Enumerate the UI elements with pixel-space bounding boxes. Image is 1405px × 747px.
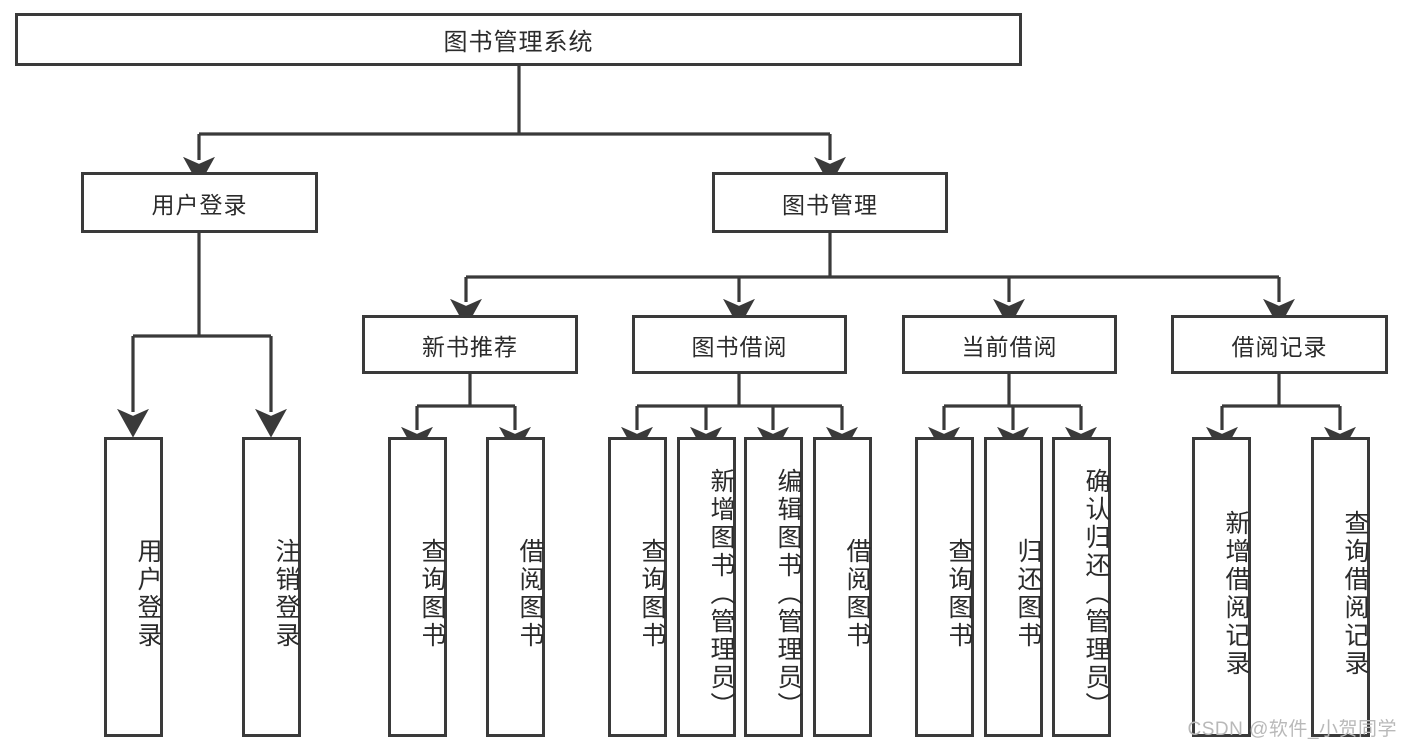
node-user-login[interactable]: 用户登录	[81, 172, 318, 233]
node-book-borrow[interactable]: 图书借阅	[632, 315, 847, 374]
node-root-book-management-system[interactable]: 图书管理系统	[15, 13, 1022, 66]
leaf-borrow-book[interactable]: 借阅图书	[813, 437, 872, 737]
leaf-borrow-book-recommend[interactable]: 借阅图书	[486, 437, 545, 737]
leaf-edit-book-admin[interactable]: 编辑图书（管理员）	[744, 437, 803, 737]
leaf-query-book-recommend[interactable]: 查询图书	[388, 437, 447, 737]
node-borrow-record[interactable]: 借阅记录	[1171, 315, 1388, 374]
leaf-logout-login[interactable]: 注销登录	[242, 437, 301, 737]
leaf-query-book-current[interactable]: 查询图书	[915, 437, 974, 737]
leaf-query-borrow-record[interactable]: 查询借阅记录	[1311, 437, 1370, 737]
node-book-management[interactable]: 图书管理	[712, 172, 948, 233]
watermark-text: CSDN @软件_小贺同学	[1187, 719, 1397, 740]
leaf-user-login[interactable]: 用户登录	[104, 437, 163, 737]
leaf-return-book[interactable]: 归还图书	[984, 437, 1043, 737]
node-current-borrow[interactable]: 当前借阅	[902, 315, 1117, 374]
leaf-add-borrow-record[interactable]: 新增借阅记录	[1192, 437, 1251, 737]
leaf-confirm-return-admin[interactable]: 确认归还（管理员）	[1052, 437, 1111, 737]
leaf-query-book-borrow[interactable]: 查询图书	[608, 437, 667, 737]
node-new-book-recommend[interactable]: 新书推荐	[362, 315, 578, 374]
leaf-add-book-admin[interactable]: 新增图书（管理员）	[677, 437, 736, 737]
